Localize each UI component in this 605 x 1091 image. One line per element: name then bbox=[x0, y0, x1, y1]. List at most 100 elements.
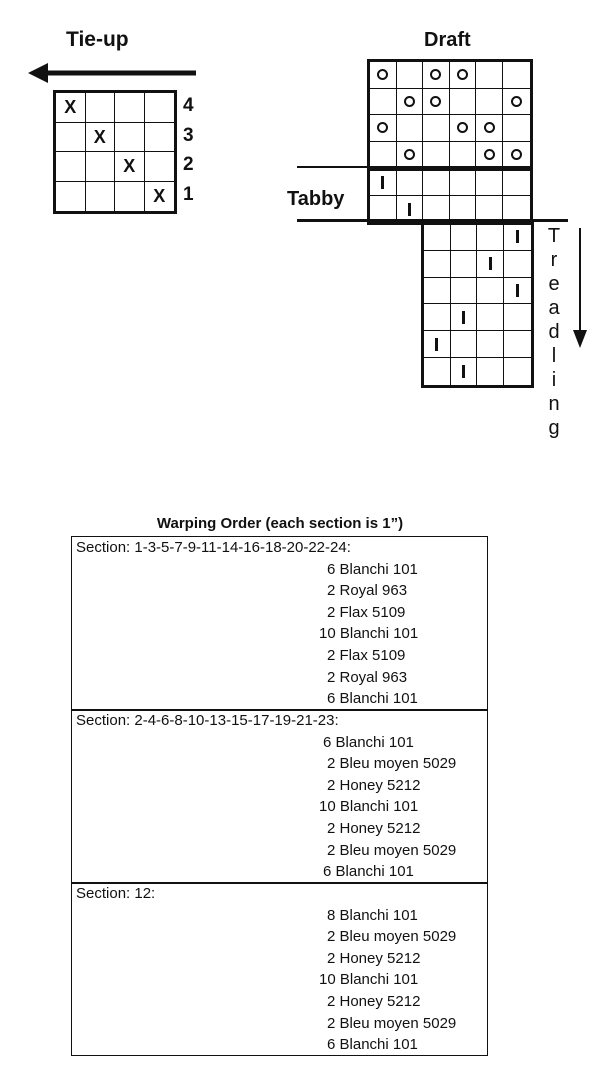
tieup-cell bbox=[115, 93, 145, 123]
treadling-grid bbox=[421, 221, 534, 388]
warping-item: 2 Honey 5212 bbox=[327, 819, 421, 837]
treadling-cell bbox=[451, 358, 478, 385]
treadling-arrow-icon bbox=[573, 228, 587, 348]
tieup-cell bbox=[85, 93, 115, 123]
treadling-letter: l bbox=[551, 345, 557, 367]
treadling-cell bbox=[477, 331, 505, 358]
treadling-letter: e bbox=[548, 273, 560, 295]
warping-item: 2 Honey 5212 bbox=[327, 949, 421, 967]
threading-cell bbox=[503, 89, 530, 115]
tabby-cell bbox=[476, 170, 503, 196]
treadling-cell bbox=[504, 224, 531, 251]
treadling-cell bbox=[424, 250, 451, 278]
treadling-letter: a bbox=[548, 297, 560, 319]
tieup-cell bbox=[144, 123, 174, 152]
tieup-cell: X bbox=[145, 182, 175, 212]
treadling-cell bbox=[424, 331, 451, 358]
tieup-cell bbox=[115, 122, 145, 152]
x-mark: X bbox=[64, 97, 77, 118]
tieup-row-label: 3 bbox=[183, 124, 194, 146]
warping-item: 2 Bleu moyen 5029 bbox=[327, 755, 457, 773]
circle-mark-icon bbox=[377, 122, 389, 134]
warping-item: 6 Blanchi 101 bbox=[327, 560, 418, 578]
warping-item: 6 Blanchi 101 bbox=[327, 1036, 418, 1054]
warping-item: 2 Royal 963 bbox=[327, 582, 408, 600]
circle-mark-icon bbox=[457, 69, 469, 81]
treadling-cell bbox=[477, 304, 505, 332]
warping-item: 6 Blanchi 101 bbox=[327, 690, 418, 708]
threading-cell bbox=[370, 62, 397, 89]
warping-item: 10 Blanchi 101 bbox=[319, 625, 419, 643]
treadling-cell bbox=[424, 224, 451, 251]
threading-cell bbox=[476, 88, 503, 115]
treadling-cell bbox=[424, 277, 451, 305]
treadling-cell bbox=[504, 251, 531, 278]
tieup-cell bbox=[56, 152, 86, 182]
circle-mark-icon bbox=[403, 95, 415, 107]
treadling-cell bbox=[477, 224, 505, 251]
treadling-cell bbox=[450, 250, 478, 278]
threading-cell bbox=[396, 115, 424, 142]
tieup-cell bbox=[85, 152, 115, 182]
treadling-cell bbox=[504, 278, 531, 305]
threading-cell bbox=[503, 115, 530, 142]
tabby-grid bbox=[367, 167, 533, 225]
threading-cell bbox=[503, 142, 530, 169]
warping-item: 2 Bleu moyen 5029 bbox=[327, 841, 457, 859]
x-mark: X bbox=[153, 186, 166, 207]
tabby-bottom-rule bbox=[297, 219, 568, 222]
treadling-cell bbox=[504, 304, 531, 332]
warping-item: 10 Blanchi 101 bbox=[319, 971, 419, 989]
tieup-cell bbox=[144, 93, 174, 123]
warping-title: Warping Order (each section is 1”) bbox=[156, 515, 404, 532]
bar-mark-icon bbox=[462, 310, 466, 324]
tabby-cell bbox=[396, 170, 424, 196]
tieup-cell: X bbox=[115, 152, 145, 182]
tieup-row-label: 1 bbox=[183, 183, 194, 205]
treadling-cell bbox=[450, 224, 478, 251]
threading-cell bbox=[503, 62, 530, 89]
treadling-cell bbox=[477, 250, 505, 278]
circle-mark-icon bbox=[430, 95, 442, 107]
warping-item: 2 Flax 5109 bbox=[327, 603, 406, 621]
threading-cell bbox=[370, 115, 397, 142]
warping-item: 2 Bleu moyen 5029 bbox=[327, 1014, 457, 1032]
bar-mark-icon bbox=[381, 176, 385, 189]
warping-section: Section: 2-4-6-8-10-13-15-17-19-21-23:6 … bbox=[71, 709, 488, 884]
warping-item: 2 Flax 5109 bbox=[327, 646, 406, 664]
tabby-cell bbox=[503, 170, 530, 196]
treadling-letter: i bbox=[551, 369, 557, 391]
tieup-cell bbox=[86, 181, 115, 211]
x-mark: X bbox=[123, 156, 136, 177]
tieup-arrow-icon bbox=[28, 63, 196, 83]
warping-item: 8 Blanchi 101 bbox=[327, 906, 418, 924]
warping-item: 2 Royal 963 bbox=[327, 668, 408, 686]
circle-mark-icon bbox=[483, 149, 495, 161]
circle-mark-icon bbox=[510, 149, 522, 161]
warping-section-heading: Section: 2-4-6-8-10-13-15-17-19-21-23: bbox=[76, 712, 339, 729]
threading-cell bbox=[370, 141, 397, 168]
threading-cell bbox=[449, 115, 477, 142]
treadling-cell bbox=[504, 331, 531, 358]
treadling-letter: T bbox=[547, 225, 561, 247]
treadling-cell bbox=[450, 331, 478, 358]
bar-mark-icon bbox=[515, 283, 519, 297]
warping-item: 2 Honey 5212 bbox=[327, 992, 421, 1010]
threading-cell bbox=[476, 141, 503, 168]
tabby-cell bbox=[370, 196, 397, 222]
warping-item: 10 Blanchi 101 bbox=[319, 798, 419, 816]
treadling-cell bbox=[450, 277, 478, 305]
treadling-cell bbox=[504, 358, 531, 385]
bar-mark-icon bbox=[515, 230, 519, 244]
threading-grid bbox=[367, 59, 533, 171]
threading-cell bbox=[423, 62, 450, 89]
circle-mark-icon bbox=[403, 149, 415, 161]
tieup-title: Tie-up bbox=[66, 28, 129, 51]
treadling-cell bbox=[424, 304, 451, 332]
threading-cell bbox=[396, 88, 424, 115]
circle-mark-icon bbox=[377, 69, 389, 81]
treadling-letter: n bbox=[548, 393, 560, 415]
tabby-cell bbox=[370, 170, 397, 196]
